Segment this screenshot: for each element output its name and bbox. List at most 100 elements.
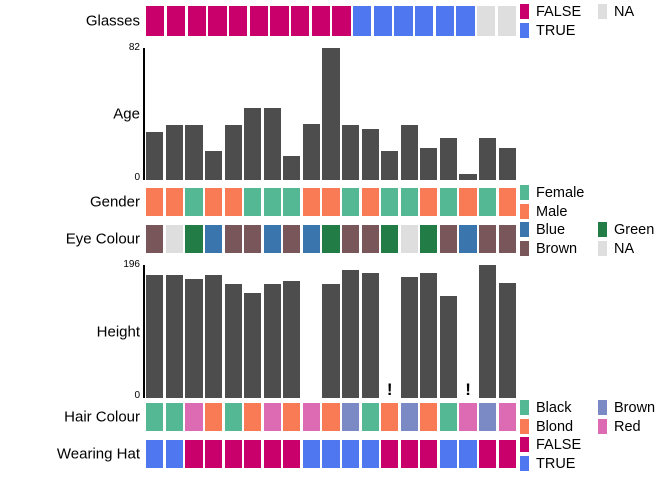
tile-wearing_hat-11[interactable] — [361, 440, 379, 468]
legend-item-eye_colour-blue[interactable]: Blue — [520, 220, 577, 239]
tile-eye_colour-13[interactable] — [400, 225, 418, 253]
tile-glasses-17[interactable] — [497, 6, 516, 36]
tile-glasses-12[interactable] — [394, 6, 413, 36]
bar-age-5[interactable] — [244, 107, 262, 180]
tile-glasses-13[interactable] — [414, 6, 434, 36]
tile-eye_colour-11[interactable] — [361, 225, 379, 253]
tile-wearing_hat-15[interactable] — [439, 440, 458, 468]
legend-item-hair_colour-brown[interactable]: Brown — [598, 398, 655, 417]
bar-age-2[interactable] — [185, 125, 203, 180]
tile-glasses-9[interactable] — [332, 6, 351, 36]
tile-hair_colour-15[interactable] — [439, 403, 458, 431]
tile-gender-7[interactable] — [283, 188, 301, 216]
tile-gender-3[interactable] — [204, 188, 223, 216]
legend-item-glasses-na[interactable]: NA — [598, 2, 634, 21]
tile-glasses-1[interactable] — [166, 6, 186, 36]
tile-gender-10[interactable] — [341, 188, 360, 216]
tile-eye_colour-16[interactable] — [459, 225, 477, 253]
bar-age-14[interactable] — [420, 147, 438, 180]
bar-age-0[interactable] — [146, 131, 164, 180]
bar-height-6[interactable] — [263, 284, 281, 398]
tile-wearing_hat-6[interactable] — [263, 440, 281, 468]
bar-height-10[interactable] — [341, 270, 360, 398]
bar-age-11[interactable] — [361, 128, 379, 180]
bar-age-6[interactable] — [263, 107, 281, 180]
tile-wearing_hat-5[interactable] — [244, 440, 262, 468]
legend-item-gender-female[interactable]: Female — [520, 183, 584, 202]
tile-eye_colour-14[interactable] — [420, 225, 438, 253]
tile-hair_colour-13[interactable] — [400, 403, 418, 431]
tile-wearing_hat-14[interactable] — [420, 440, 438, 468]
legend-item-wearing_hat-true[interactable]: TRUE — [520, 454, 581, 473]
bar-height-17[interactable] — [479, 265, 497, 398]
tile-gender-18[interactable] — [498, 188, 516, 216]
tile-eye_colour-5[interactable] — [244, 225, 262, 253]
tile-gender-5[interactable] — [244, 188, 262, 216]
tile-hair_colour-4[interactable] — [224, 403, 242, 431]
tile-eye_colour-9[interactable] — [322, 225, 340, 253]
bar-height-3[interactable] — [204, 274, 223, 398]
bar-height-2[interactable] — [185, 278, 203, 398]
tile-gender-11[interactable] — [361, 188, 379, 216]
tile-eye_colour-15[interactable] — [439, 225, 458, 253]
bar-age-7[interactable] — [283, 155, 301, 180]
bar-height-4[interactable] — [224, 284, 242, 398]
tile-gender-8[interactable] — [302, 188, 321, 216]
bar-age-8[interactable] — [302, 123, 321, 180]
tile-wearing_hat-18[interactable] — [498, 440, 516, 468]
tile-wearing_hat-10[interactable] — [341, 440, 360, 468]
tile-gender-12[interactable] — [381, 188, 399, 216]
tile-gender-1[interactable] — [165, 188, 183, 216]
tile-hair_colour-1[interactable] — [165, 403, 183, 431]
tile-glasses-4[interactable] — [228, 6, 248, 36]
tile-hair_colour-10[interactable] — [341, 403, 360, 431]
tile-wearing_hat-3[interactable] — [204, 440, 223, 468]
tile-wearing_hat-0[interactable] — [146, 440, 164, 468]
bar-height-14[interactable] — [420, 273, 438, 398]
legend-item-eye_colour-brown[interactable]: Brown — [520, 239, 577, 258]
bar-age-17[interactable] — [479, 138, 497, 180]
tile-wearing_hat-16[interactable] — [459, 440, 477, 468]
tile-hair_colour-6[interactable] — [263, 403, 281, 431]
bar-height-0[interactable] — [146, 274, 164, 398]
tile-hair_colour-14[interactable] — [420, 403, 438, 431]
bar-age-10[interactable] — [341, 125, 360, 180]
tile-gender-0[interactable] — [146, 188, 164, 216]
tile-gender-17[interactable] — [479, 188, 497, 216]
legend-item-glasses-false[interactable]: FALSE — [520, 2, 581, 21]
legend-item-glasses-true[interactable]: TRUE — [520, 21, 581, 40]
tile-eye_colour-6[interactable] — [263, 225, 281, 253]
tile-gender-4[interactable] — [224, 188, 242, 216]
bar-age-13[interactable] — [400, 125, 418, 180]
tile-wearing_hat-9[interactable] — [322, 440, 340, 468]
bar-age-1[interactable] — [165, 125, 183, 180]
tile-hair_colour-5[interactable] — [244, 403, 262, 431]
bar-age-3[interactable] — [204, 151, 223, 180]
tile-eye_colour-1[interactable] — [165, 225, 183, 253]
tile-glasses-5[interactable] — [249, 6, 268, 36]
bar-age-16[interactable] — [459, 173, 477, 180]
tile-hair_colour-2[interactable] — [185, 403, 203, 431]
tile-eye_colour-10[interactable] — [341, 225, 360, 253]
tile-eye_colour-4[interactable] — [224, 225, 242, 253]
legend-item-hair_colour-blond[interactable]: Blond — [520, 417, 573, 436]
tile-gender-13[interactable] — [400, 188, 418, 216]
tile-glasses-11[interactable] — [373, 6, 392, 36]
bar-age-12[interactable] — [381, 151, 399, 180]
tile-wearing_hat-7[interactable] — [283, 440, 301, 468]
tile-wearing_hat-13[interactable] — [400, 440, 418, 468]
tile-eye_colour-8[interactable] — [302, 225, 321, 253]
tile-hair_colour-7[interactable] — [283, 403, 301, 431]
bar-height-5[interactable] — [244, 292, 262, 398]
tile-wearing_hat-2[interactable] — [185, 440, 203, 468]
bar-age-9[interactable] — [322, 48, 340, 180]
tile-glasses-0[interactable] — [146, 6, 165, 36]
tile-eye_colour-7[interactable] — [283, 225, 301, 253]
bar-height-11[interactable] — [361, 273, 379, 398]
legend-item-hair_colour-red[interactable]: Red — [598, 417, 655, 436]
tile-eye_colour-2[interactable] — [185, 225, 203, 253]
tile-eye_colour-18[interactable] — [498, 225, 516, 253]
bar-age-15[interactable] — [439, 138, 458, 180]
tile-gender-16[interactable] — [459, 188, 477, 216]
bar-age-4[interactable] — [224, 125, 242, 180]
